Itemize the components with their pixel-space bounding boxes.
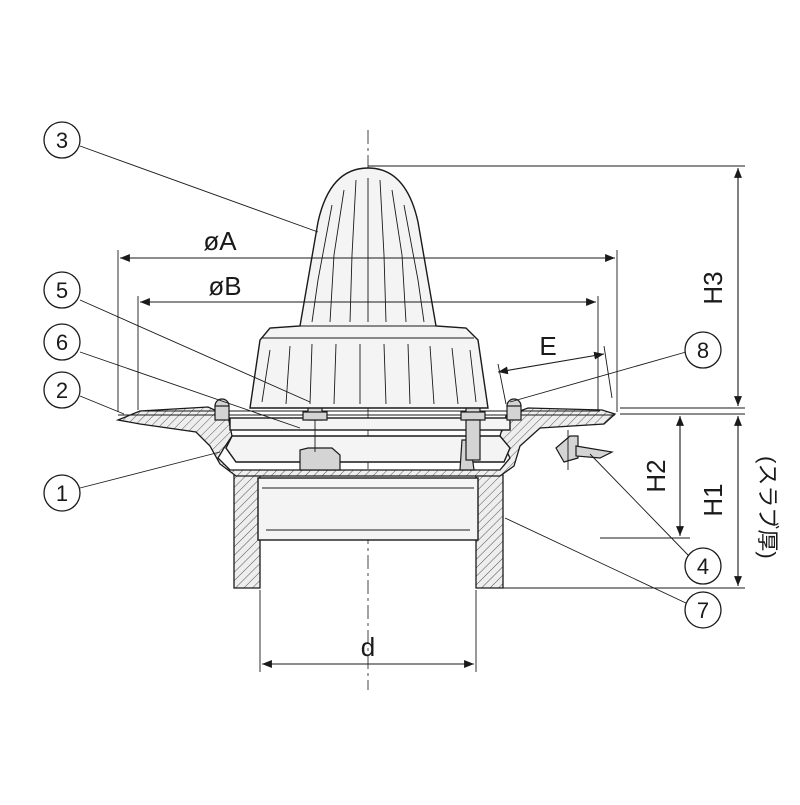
dim-label-A: øA [203, 226, 237, 256]
callout-3: 3 [43, 121, 81, 159]
callout-2: 2 [43, 371, 81, 409]
callout-5: 5 [43, 271, 81, 309]
pipe-socket [233, 469, 504, 589]
dimension-lines [117, 165, 745, 672]
callout-6: 6 [43, 323, 81, 361]
svg-text:7: 7 [697, 598, 709, 623]
dim-label-E: E [539, 331, 556, 361]
side-screw-left [214, 398, 230, 421]
side-screw-right [506, 398, 522, 421]
dome-strainer [249, 167, 489, 409]
callout-1: 1 [43, 474, 81, 512]
dim-label-d: d [361, 632, 375, 662]
svg-text:8: 8 [697, 338, 709, 363]
leader-lines [79, 145, 689, 605]
svg-text:3: 3 [56, 128, 68, 153]
clamp-plate [229, 417, 511, 431]
svg-text:5: 5 [56, 278, 68, 303]
svg-text:2: 2 [56, 378, 68, 403]
dim-label-H2: H2 [641, 459, 671, 492]
dim-label-H1: H1 [698, 483, 728, 516]
dim-label-H3: H3 [698, 271, 728, 304]
drain-body [115, 406, 617, 477]
callout-4: 4 [684, 547, 722, 585]
dim-label-slab: (スラブ厚) [755, 456, 780, 559]
svg-text:1: 1 [56, 481, 68, 506]
dim-label-B: øB [208, 271, 241, 301]
callout-7: 7 [684, 591, 722, 629]
clamp-fitting [555, 430, 614, 470]
svg-text:6: 6 [56, 330, 68, 355]
callout-8: 8 [684, 331, 722, 369]
svg-text:4: 4 [697, 554, 709, 579]
